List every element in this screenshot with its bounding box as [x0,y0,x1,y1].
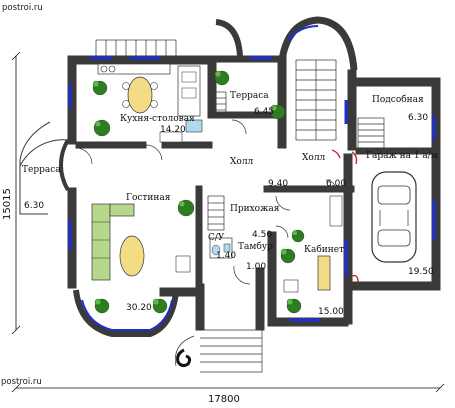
stairs-entry [207,91,227,231]
porch-railing-scroll [176,348,192,368]
room-living-area: 30.20 [126,303,152,313]
wall-kitchen-bottom [75,141,147,149]
living-bay-window [81,299,173,331]
door-red-markers [331,149,359,283]
room-entry-area: 9.40 [268,179,288,189]
sofa-corner [109,203,135,217]
room-study-label: Кабинет [304,244,344,255]
plant-icon [291,229,305,243]
plant-icon [92,80,108,96]
room-wc-label: С/У [208,233,225,243]
room-vestibule-label: Тамбур [238,241,273,252]
car-icon [371,171,417,263]
plant-icon [93,119,111,137]
living-table [119,235,145,277]
windows [68,56,436,322]
dimension-lines [11,51,445,393]
room-kitchen-label: Кухня-столовая [120,114,195,124]
terrace-top-bay [215,19,243,57]
study-desk [317,255,331,291]
terrace-left-outline [19,139,69,170]
room-terrace-left-area: 6.30 [24,201,44,211]
room-terrace-left-label: Терраса [22,165,61,175]
wall-vest-right [255,267,265,331]
living-furniture [91,203,191,281]
room-entry-label: Прихожая [230,204,280,214]
wall-study-left [267,231,277,327]
sofa-long [91,203,111,281]
room-utility-label: Подсобная [372,94,424,105]
plants [92,70,305,314]
wc-fixtures [209,237,233,259]
room-study-area: 15.00 [318,307,344,317]
study-shelf [329,195,343,227]
watermark-bottom: postroi.ru [1,377,42,387]
plant-icon [286,298,302,314]
wall-right [431,77,441,291]
plant-icon [152,298,168,314]
room-terrace-top-label: Терраса [230,91,269,101]
sink-icon [185,119,203,133]
watermark-top: postroi.ru [2,3,43,13]
room-hall-right-label: Холл [302,153,326,163]
room-living-label: Гостиная [126,193,171,203]
wall-utility-bottom [355,147,441,155]
living-bay-wall [73,289,179,337]
room-hall-left-label: Холл [230,157,254,167]
wall-left-kitchen [67,55,77,145]
plant-icon [214,70,230,86]
wall-utility-top [347,77,441,87]
plant-icon [280,248,296,264]
room-wc-area: 1.40 [216,251,236,261]
plant-icon [270,104,286,120]
wall-entry-left [195,185,203,285]
washbasin-icon [223,243,231,253]
study-furniture [283,195,343,293]
porch-stairs [175,329,263,373]
room-garage-area: 19.50 [408,267,434,277]
wall-left-living [67,187,77,289]
wall-kitchen-bottom-right [161,141,213,149]
room-utility-area: 6.30 [408,113,428,123]
terrace-left-arc [58,138,70,192]
wall-stair-left [277,55,287,149]
wall-hall-bottom [263,185,355,193]
wall-living-bottom [159,287,199,297]
kitchen-furniture [97,63,203,143]
wall-garage-bottom [347,281,441,291]
room-vest-small-area: 1.00 [246,262,266,272]
room-hall-area: 6.00 [326,179,346,189]
doors [75,119,337,285]
room-terrace-top-area: 6.45 [254,107,274,117]
terrace-left-border [19,121,51,215]
kitchen-table [127,76,153,114]
dim-height: 15015 [2,188,13,220]
stair-tower-wall [278,16,358,71]
room-kitchen-area: 14.20 [160,125,186,135]
room-vestibule-area: 4.50 [252,230,272,240]
stairs-main [295,59,337,141]
stair-tower-window [287,25,319,41]
plant-icon [177,199,195,217]
toilet-icon [211,244,221,256]
outer-walls [67,55,441,331]
stairs-utility [357,117,385,149]
door-vestibule [233,265,251,285]
fireplace-icon [175,255,191,273]
plant-icon [94,298,110,314]
dim-width: 17800 [208,394,240,405]
stairs-top-left [95,39,177,57]
room-garage-label: Гараж на 1 а/м [366,151,438,161]
